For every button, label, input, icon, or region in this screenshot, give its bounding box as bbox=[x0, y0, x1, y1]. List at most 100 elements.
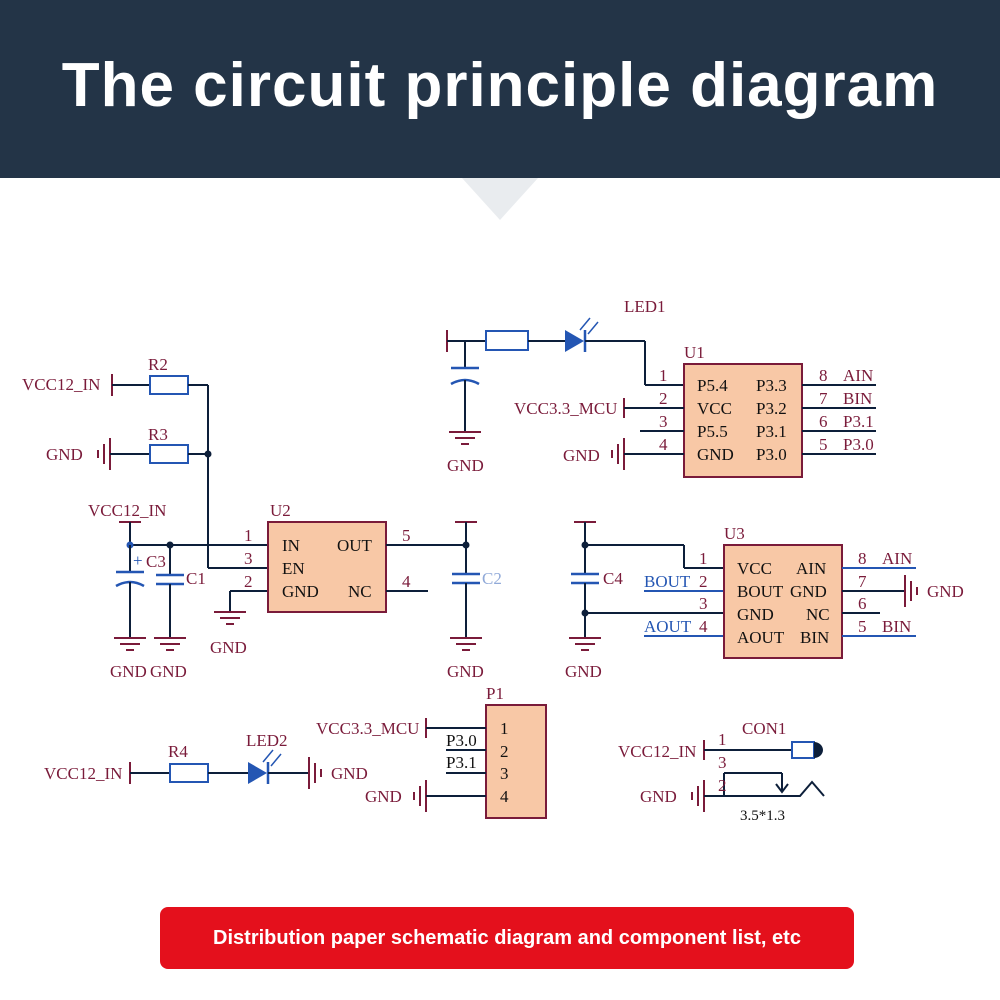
u2-circuit: VCC12_IN + C3 C1 GND GND bbox=[88, 501, 502, 681]
p1-pin-num: 1 bbox=[500, 719, 509, 738]
u1-net-label: P3.1 bbox=[843, 412, 874, 431]
u3-pin-name: AOUT bbox=[737, 628, 785, 647]
vcc12-label: VCC12_IN bbox=[88, 501, 166, 520]
u3-net-label: AIN bbox=[882, 549, 912, 568]
u2-pin-num: 2 bbox=[244, 572, 253, 591]
u3-pin-name: GND bbox=[737, 605, 774, 624]
r4-label: R4 bbox=[168, 742, 188, 761]
u2-pin-name: NC bbox=[348, 582, 372, 601]
u3-pin-num: 4 bbox=[699, 617, 708, 636]
u3-pin-name: AIN bbox=[796, 559, 826, 578]
c2-label: C2 bbox=[482, 569, 502, 588]
con1-size: 3.5*1.3 bbox=[740, 808, 785, 824]
con1-dc-jack: CON1 VCC12_IN 1 3 2 GND 3.5*1.3 bbox=[618, 719, 825, 824]
gnd-label: GND bbox=[927, 582, 964, 601]
u3-pin-num: 6 bbox=[858, 594, 867, 613]
u3-ref: U3 bbox=[724, 524, 745, 543]
u3-pin-num: 3 bbox=[699, 594, 708, 613]
u2-pin-num: 3 bbox=[244, 549, 253, 568]
con1-pin-num: 3 bbox=[718, 753, 727, 772]
gnd-label: GND bbox=[565, 662, 602, 681]
con1-pin-num: 2 bbox=[718, 776, 727, 795]
u3-pin-num: 1 bbox=[699, 549, 708, 568]
u3-pin-name: VCC bbox=[737, 559, 772, 578]
u1-pin-num: 4 bbox=[659, 435, 668, 454]
gnd-label: GND bbox=[563, 446, 600, 465]
u3-net-label: BOUT bbox=[644, 572, 691, 591]
u1-chip: U1 1 2 3 4 P5.4 VCC P5.5 GND P3.3 P3.2 P… bbox=[514, 343, 876, 478]
u3-pin-name: GND bbox=[790, 582, 827, 601]
u1-pin-num: 1 bbox=[659, 366, 668, 385]
u1-pin-name: P3.0 bbox=[756, 445, 787, 464]
page-title: The circuit principle diagram bbox=[61, 51, 939, 120]
u1-ref: U1 bbox=[684, 343, 705, 362]
p1-net-label: P3.1 bbox=[446, 753, 477, 772]
u1-pin-num: 3 bbox=[659, 412, 668, 431]
p1-connector: P1 VCC3.3_MCU P3.0 P3.1 GND 1 2 3 4 bbox=[316, 684, 547, 819]
p1-pin-num: 3 bbox=[500, 764, 509, 783]
u2-pin-name: GND bbox=[282, 582, 319, 601]
vcc12-label: VCC12_IN bbox=[618, 742, 696, 761]
plus-sign: + bbox=[133, 551, 143, 570]
vcc12-label: VCC12_IN bbox=[44, 764, 122, 783]
r3-label: R3 bbox=[148, 425, 168, 444]
u1-pin-name: P3.2 bbox=[756, 399, 787, 418]
u1-net-label: AIN bbox=[843, 366, 873, 385]
banner-text: Distribution paper schematic diagram and… bbox=[213, 927, 801, 949]
vcc33-label: VCC3.3_MCU bbox=[514, 399, 617, 418]
gnd-label: GND bbox=[46, 445, 83, 464]
gnd-label: GND bbox=[331, 764, 368, 783]
led2-label: LED2 bbox=[246, 731, 288, 750]
u2-pin-num: 5 bbox=[402, 526, 411, 545]
p1-pin-num: 4 bbox=[500, 787, 509, 806]
u1-pin-name: GND bbox=[697, 445, 734, 464]
con1-ref: CON1 bbox=[742, 719, 786, 738]
u2-pin-num: 4 bbox=[402, 572, 411, 591]
gnd-label: GND bbox=[365, 787, 402, 806]
u2-ref: U2 bbox=[270, 501, 291, 520]
led1-circuit: GND LED1 bbox=[446, 297, 684, 475]
c1-label: C1 bbox=[186, 569, 206, 588]
led2-circuit: VCC12_IN R4 LED2 GND bbox=[44, 731, 368, 790]
u1-pin-name: VCC bbox=[697, 399, 732, 418]
vcc33-label: VCC3.3_MCU bbox=[316, 719, 419, 738]
u1-pin-num: 8 bbox=[819, 366, 828, 385]
led1-label: LED1 bbox=[624, 297, 666, 316]
gnd-label: GND bbox=[447, 456, 484, 475]
u3-net-label: AOUT bbox=[644, 617, 692, 636]
u1-pin-num: 5 bbox=[819, 435, 828, 454]
u3-pin-name: NC bbox=[806, 605, 830, 624]
u1-pin-num: 6 bbox=[819, 412, 828, 431]
u3-pin-num: 2 bbox=[699, 572, 708, 591]
u3-pin-name: BIN bbox=[800, 628, 829, 647]
u2-pin-name: IN bbox=[282, 536, 300, 555]
u3-circuit: C4 GND BOUT AOUT 1 2 3 4 U3 VCC BOUT GND… bbox=[565, 521, 964, 681]
u1-pin-name: P5.4 bbox=[697, 376, 728, 395]
header-bar: The circuit principle diagram bbox=[0, 0, 1000, 178]
u1-net-label: P3.0 bbox=[843, 435, 874, 454]
c4-label: C4 bbox=[603, 569, 623, 588]
gnd-label: GND bbox=[447, 662, 484, 681]
u3-net-label: BIN bbox=[882, 617, 911, 636]
u1-pin-name: P5.5 bbox=[697, 422, 728, 441]
circuit-schematic: GND LED1 U1 1 2 3 4 P5.4 VCC P5.5 bbox=[22, 297, 964, 824]
u1-net-label: BIN bbox=[843, 389, 872, 408]
u1-pin-name: P3.3 bbox=[756, 376, 787, 395]
r2-label: R2 bbox=[148, 355, 168, 374]
u3-pin-num: 5 bbox=[858, 617, 867, 636]
r2-r3-circuit: VCC12_IN R2 GND R3 bbox=[22, 355, 212, 568]
p1-pin-num: 2 bbox=[500, 742, 509, 761]
gnd-label: GND bbox=[110, 662, 147, 681]
u3-pin-num: 8 bbox=[858, 549, 867, 568]
con1-pin-num: 1 bbox=[718, 730, 727, 749]
u2-pin-num: 1 bbox=[244, 526, 253, 545]
u3-pin-num: 7 bbox=[858, 572, 867, 591]
u1-pin-num: 2 bbox=[659, 389, 668, 408]
p1-ref: P1 bbox=[486, 684, 504, 703]
u2-pin-name: OUT bbox=[337, 536, 373, 555]
u1-pin-name: P3.1 bbox=[756, 422, 787, 441]
gnd-label: GND bbox=[150, 662, 187, 681]
header-pointer bbox=[462, 178, 538, 220]
u2-pin-name: EN bbox=[282, 559, 305, 578]
u3-pin-name: BOUT bbox=[737, 582, 784, 601]
